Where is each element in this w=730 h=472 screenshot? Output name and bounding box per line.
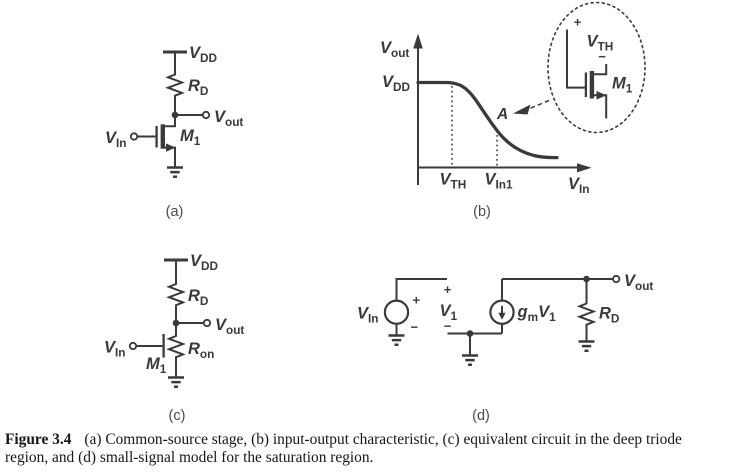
- vdd-label: VDD: [190, 252, 219, 273]
- resistor-rd-icon: [165, 72, 185, 98]
- vout-label: Vout: [214, 108, 243, 129]
- vout-terminal: [612, 274, 621, 284]
- inset-gate-wire: [566, 29, 586, 89]
- rd-label: RD: [188, 77, 209, 98]
- ron-label: Ron: [188, 340, 214, 361]
- nmos-source-arrow-icon: [166, 143, 176, 152]
- v1-label: V1: [440, 302, 458, 323]
- panel-a-tag: (a): [166, 204, 184, 220]
- v1-plus-sign: +: [444, 282, 452, 297]
- vin-label: VIn: [105, 129, 127, 150]
- resistor-ron-icon: [166, 334, 186, 360]
- m1-label: M1: [180, 127, 201, 148]
- resistor-rd-icon: [576, 301, 597, 327]
- panel-d-tag: (d): [472, 408, 490, 424]
- vin-label: VIn: [357, 305, 379, 326]
- vdd-label: VDD: [189, 44, 218, 65]
- rd-label: RD: [188, 287, 209, 308]
- ground-icon: [462, 354, 478, 366]
- gmv1-label: gmV1: [517, 303, 557, 324]
- vin-terminal: [128, 341, 138, 351]
- inset-pointer-arrow-icon: [513, 104, 531, 115]
- vout-label: Vout: [215, 316, 244, 337]
- panel-b-io-characteristic: Vout VDD VTH VIn1 VIn A (b) + VTH − M1: [380, 1, 646, 220]
- inset-source-lead: [593, 94, 608, 119]
- figure-caption: Figure 3.4(a) Common-source stage, (b) i…: [5, 431, 728, 467]
- vin-plus-sign: +: [413, 293, 421, 308]
- inset-plus-sign: +: [574, 15, 582, 30]
- inset-minus-sign: −: [598, 49, 606, 64]
- vin-terminal: [129, 132, 139, 141]
- panel-d-small-signal-model: VIn + − + V1 − gmV1 Vout RD (d): [357, 272, 653, 424]
- panel-b-tag: (b): [473, 204, 491, 220]
- source-lead: [164, 146, 176, 168]
- current-source-arrow-icon: [498, 312, 506, 320]
- rd-label: RD: [599, 305, 620, 326]
- vout-terminal: [202, 318, 212, 328]
- voltage-source-vin-icon: [383, 299, 410, 325]
- ground-icon: [388, 334, 405, 346]
- inset-saturation-edge: + VTH − M1: [547, 1, 646, 134]
- vout-axis-label: Vout: [380, 39, 409, 60]
- vout-label: Vout: [624, 272, 653, 293]
- inset-m1-label: M1: [612, 75, 633, 96]
- panel-c-tag: (c): [169, 408, 186, 424]
- vin-axis-label: VIn: [568, 175, 590, 196]
- inset-vth-label: VTH: [587, 33, 614, 54]
- transfer-curve: [416, 80, 559, 160]
- point-a-label: A: [496, 106, 508, 123]
- wire: [395, 278, 447, 301]
- panel-a-common-source-stage: VDD RD Vout VIn M1 (a): [105, 44, 243, 220]
- resistor-rd-icon: [166, 282, 186, 308]
- inset-ellipse: [547, 1, 646, 134]
- vth-tick-label: VTH: [440, 171, 467, 192]
- inset-source-arrow-icon: [596, 91, 607, 100]
- ground-icon: [168, 376, 184, 388]
- ground-icon: [167, 166, 183, 178]
- vout-terminal: [201, 110, 211, 120]
- m1-label: M1: [146, 355, 167, 376]
- y-axis-arrow-icon: [413, 33, 423, 49]
- vin-label: VIn: [104, 339, 126, 360]
- ground-icon: [578, 340, 595, 352]
- drain-lead: [164, 115, 176, 128]
- inset-drain-lead: [593, 64, 608, 76]
- vdd-level-label: VDD: [382, 73, 411, 94]
- vin-minus-sign: −: [411, 320, 419, 335]
- figure-number: Figure 3.4: [5, 431, 72, 448]
- v1-minus-sign: −: [444, 319, 452, 334]
- x-axis-arrow-icon: [577, 163, 592, 173]
- panel-c-deep-triode-equivalent: VDD RD Vout VIn Ron M1 (c): [104, 252, 244, 424]
- figure-canvas: VDD RD Vout VIn M1 (a) Vout VDD VTH VIn1…: [104, 1, 653, 424]
- figure-caption-text: (a) Common-source stage, (b) input-outpu…: [5, 431, 682, 467]
- inset-pointer-line: [525, 99, 550, 111]
- vin1-tick-label: VIn1: [485, 171, 513, 192]
